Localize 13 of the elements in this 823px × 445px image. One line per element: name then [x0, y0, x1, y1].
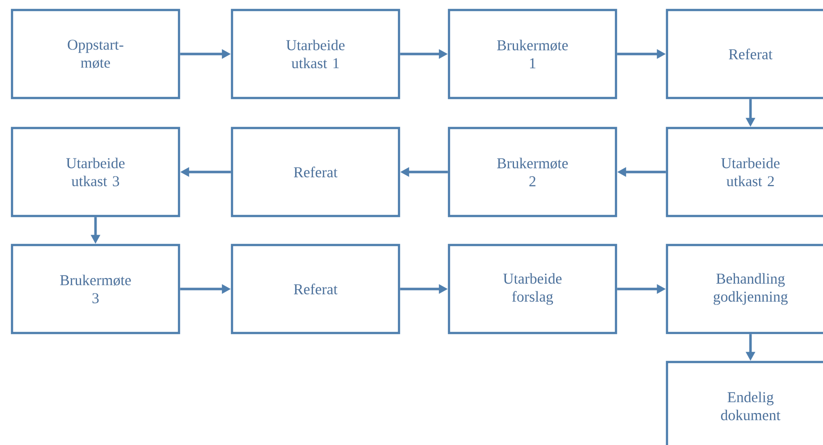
process-box: Endelig dokument	[666, 360, 823, 445]
process-box: Utarbeide forslag	[448, 244, 618, 334]
process-box: Referat	[666, 8, 823, 100]
process-box: Brukermøte 1	[448, 8, 618, 100]
process-box: Referat	[230, 126, 400, 218]
process-box: Brukermøte 2	[448, 126, 618, 218]
process-box: Brukermøte 3	[10, 244, 180, 334]
process-box: Utarbeide utkast 1	[230, 8, 400, 100]
process-box: Utarbeide utkast 2	[666, 126, 823, 218]
process-box: Oppstart- møte	[10, 8, 180, 100]
process-box: Referat	[230, 244, 400, 334]
process-box: Utarbeide utkast 3	[10, 126, 180, 218]
process-box: Behandling godkjenning	[666, 244, 823, 334]
